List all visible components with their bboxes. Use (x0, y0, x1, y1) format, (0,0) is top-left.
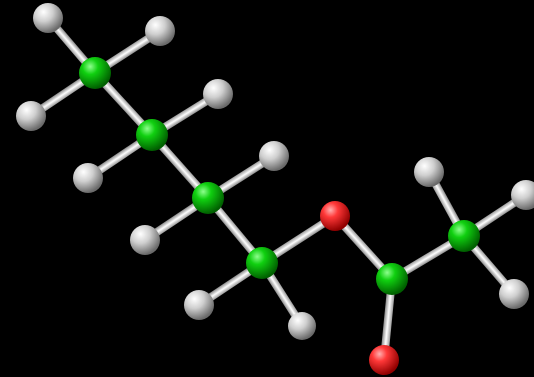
hydrogen-atom-h9 (288, 312, 316, 340)
bond-c4-o1 (259, 212, 338, 267)
bond-c3-h7 (142, 194, 211, 244)
bond-c2-h5 (85, 131, 155, 182)
bond-c4-h8 (196, 259, 265, 309)
hydrogen-atom-h10 (414, 157, 444, 187)
hydrogen-atom-h7 (130, 225, 160, 255)
carbon-atom-c5 (376, 263, 408, 295)
hydrogen-atom-h11 (511, 180, 534, 210)
bond-c4-h9 (258, 260, 306, 329)
atoms-layer (16, 3, 534, 375)
bond-c6-h11 (461, 191, 529, 240)
carbon-atom-c6 (448, 220, 480, 252)
hydrogen-atom-h8 (184, 290, 214, 320)
bond-c6-h12 (460, 233, 518, 297)
bond-c3-c4 (204, 195, 266, 266)
oxygen-atom-o1 (320, 201, 350, 231)
hydrogen-atom-h2 (145, 16, 175, 46)
bond-c1-c2 (92, 70, 155, 138)
bond-o1-c5 (332, 213, 395, 282)
bond-c1-h1 (44, 15, 99, 76)
bond-c5-c6 (389, 232, 467, 283)
hydrogen-atom-h12 (499, 279, 529, 309)
hydrogen-atom-h1 (33, 3, 63, 33)
bond-c1-h2 (92, 27, 163, 77)
bonds-layer (28, 15, 529, 361)
hydrogen-atom-h5 (73, 163, 103, 193)
carbon-atom-c2 (136, 119, 168, 151)
hydrogen-atom-h6 (259, 141, 289, 171)
carbon-atom-c3 (192, 182, 224, 214)
carbon-atom-c1 (79, 57, 111, 89)
bond-c2-c3 (149, 132, 211, 201)
bond-c1-h3 (28, 69, 98, 120)
bond-c2-h4 (149, 90, 221, 139)
hydrogen-atom-h4 (203, 79, 233, 109)
bond-c3-h6 (205, 152, 277, 202)
oxygen-atom-o2 (369, 345, 399, 375)
carbon-atom-c4 (246, 247, 278, 279)
bond-c6-h10 (425, 170, 468, 238)
bond-c5-o2 (380, 278, 396, 361)
hydrogen-atom-h3 (16, 101, 46, 131)
